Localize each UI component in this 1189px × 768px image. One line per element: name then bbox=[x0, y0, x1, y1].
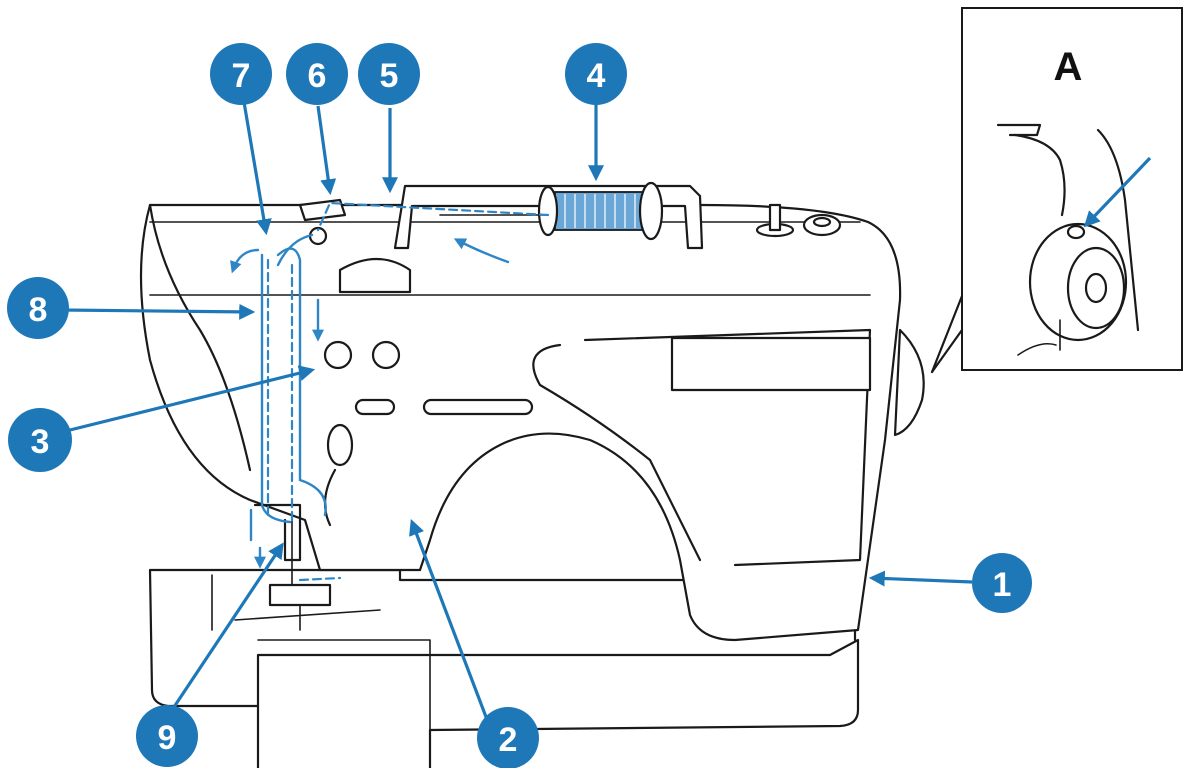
inset-pointer-line-1 bbox=[930, 328, 964, 374]
inset-guide-hole bbox=[1066, 224, 1086, 240]
thread-to-takeup bbox=[276, 233, 314, 267]
thread-arrow-loop bbox=[230, 248, 260, 274]
callout-leaders bbox=[61, 100, 973, 739]
leader-1 bbox=[868, 570, 973, 587]
machine-base bbox=[148, 569, 860, 768]
badge-3: 3 bbox=[8, 408, 72, 472]
thread-spool bbox=[537, 181, 664, 241]
svg-text:6: 6 bbox=[308, 57, 327, 95]
thread-guide bbox=[298, 198, 347, 222]
speed-slider bbox=[422, 398, 534, 416]
svg-text:9: 9 bbox=[158, 719, 177, 757]
thread-down-left bbox=[260, 253, 292, 524]
arm-inner-curve bbox=[532, 343, 702, 562]
inset-label: A bbox=[1054, 45, 1083, 89]
badge-1: 1 bbox=[972, 553, 1032, 613]
inset-detail-a: A bbox=[930, 7, 1183, 374]
leader-6 bbox=[316, 105, 337, 196]
base-panel bbox=[211, 574, 431, 768]
inset-base-lines bbox=[1017, 319, 1061, 356]
inset-head-curve bbox=[1013, 133, 1066, 217]
badge-9: 9 bbox=[136, 705, 198, 767]
badge-8: 8 bbox=[7, 277, 69, 339]
svg-text:1: 1 bbox=[993, 566, 1012, 604]
leader-8 bbox=[61, 303, 256, 320]
control-button-2 bbox=[371, 340, 401, 370]
needle-plate bbox=[234, 604, 381, 631]
svg-text:7: 7 bbox=[232, 57, 251, 95]
inset-back-curve bbox=[1096, 128, 1140, 332]
head-face bbox=[148, 203, 252, 472]
leader-9 bbox=[166, 542, 284, 717]
badge-7: 7 bbox=[210, 43, 272, 105]
reverse-lever bbox=[326, 423, 354, 467]
inset-bracket bbox=[996, 123, 1042, 137]
callout-badges: 1 2 3 4 5 6 7 8 bbox=[7, 43, 1032, 768]
sewing-machine-illustration bbox=[139, 181, 925, 768]
machine-housing bbox=[139, 203, 902, 642]
svg-text:2: 2 bbox=[499, 721, 518, 759]
lcd-display bbox=[670, 336, 872, 392]
bobbin-winder bbox=[755, 203, 842, 238]
thread-hidden-path bbox=[266, 258, 342, 582]
thread-top-run bbox=[316, 201, 550, 232]
badge-6: 6 bbox=[286, 43, 348, 105]
badge-4: 4 bbox=[565, 43, 627, 105]
leader-3 bbox=[69, 365, 316, 432]
svg-text:8: 8 bbox=[29, 291, 48, 329]
hand-wheel bbox=[893, 328, 925, 437]
control-button-1 bbox=[323, 340, 353, 370]
leader-2 bbox=[409, 519, 496, 739]
thread-arrow-spool bbox=[453, 238, 510, 264]
badge-5: 5 bbox=[358, 43, 420, 105]
inset-wheel-hub bbox=[1084, 272, 1108, 304]
badge-2: 2 bbox=[477, 707, 539, 768]
svg-text:5: 5 bbox=[380, 57, 399, 95]
inset-pointer-line-2 bbox=[930, 294, 964, 374]
leader-7 bbox=[242, 101, 272, 236]
inset-arrow bbox=[1083, 156, 1152, 228]
svg-text:3: 3 bbox=[31, 423, 50, 461]
control-key-1 bbox=[354, 398, 396, 416]
thread-path bbox=[230, 201, 550, 582]
needle-clamp bbox=[253, 503, 302, 562]
tension-dial bbox=[338, 258, 412, 294]
display-panel-outline bbox=[583, 328, 872, 567]
presser-foot bbox=[268, 583, 332, 607]
svg-text:4: 4 bbox=[587, 57, 606, 95]
